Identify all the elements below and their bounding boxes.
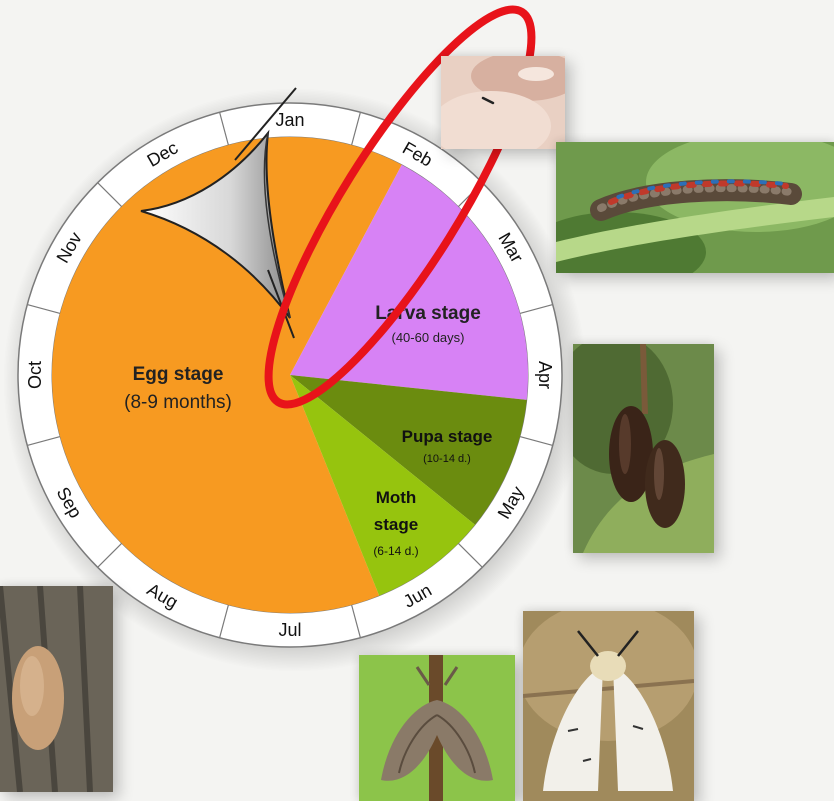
male-moth-photo — [359, 655, 515, 801]
moth-stage-duration: (6-14 d.) — [373, 544, 418, 558]
month-label-oct: Oct — [25, 361, 45, 389]
month-label-jan: Jan — [275, 110, 304, 130]
month-label-apr: Apr — [535, 361, 555, 389]
stage-sectors — [52, 137, 528, 613]
female-moth-photo — [523, 611, 694, 801]
pupae-photo — [573, 344, 714, 553]
caterpillar-photo — [556, 142, 834, 273]
moth-stage-label-line2: stage — [374, 515, 418, 534]
larva-stage-duration: (40-60 days) — [392, 330, 465, 345]
egg-mass-photo — [0, 586, 113, 792]
hatchling-on-finger-photo — [441, 56, 565, 149]
moth-stage-label: Moth — [376, 488, 417, 507]
pupa-stage-duration: (10-14 d.) — [423, 453, 471, 465]
month-label-jul: Jul — [278, 620, 301, 640]
egg-stage-duration: (8-9 months) — [124, 392, 232, 413]
pupa-stage-label: Pupa stage — [402, 427, 493, 446]
egg-stage-label: Egg stage — [133, 364, 224, 385]
